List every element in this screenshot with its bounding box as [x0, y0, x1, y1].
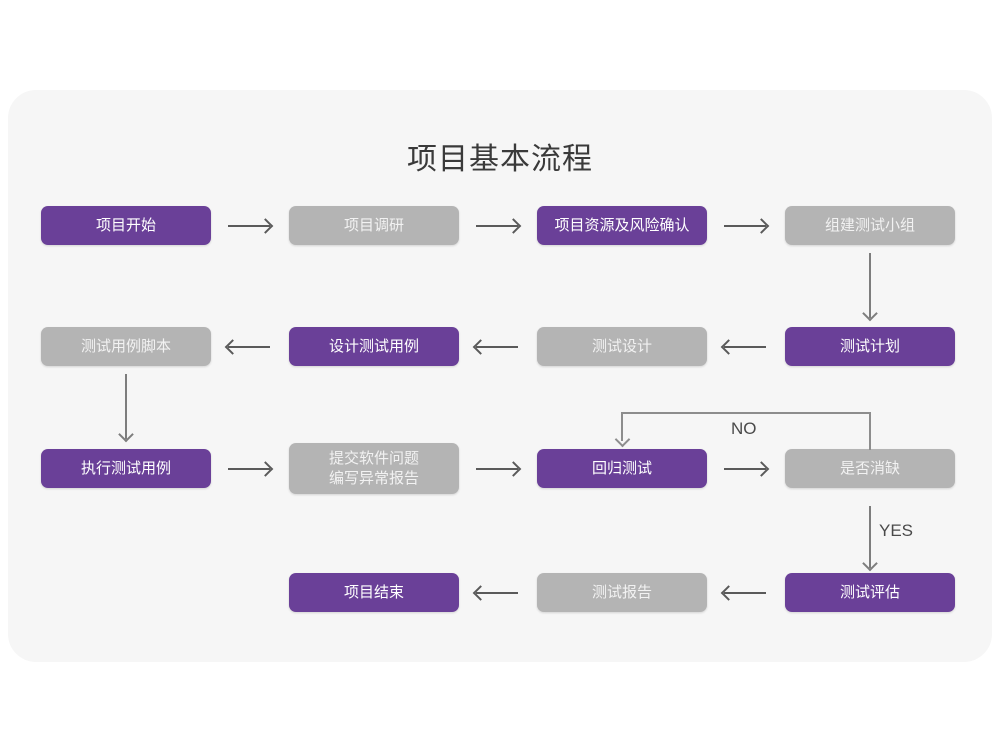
arrow-r1-c2-to-c3: [476, 225, 518, 227]
arrow-r1-c3-to-c4: [724, 225, 766, 227]
arrow-test-script-to-execute-case: [125, 374, 127, 439]
node-submit-bug-report[interactable]: 提交软件问题 编写异常报告: [289, 443, 459, 494]
node-defect-cleared-decision[interactable]: 是否消缺: [785, 449, 955, 488]
node-build-test-team[interactable]: 组建测试小组: [785, 206, 955, 245]
arrow-r1-c1-to-c2: [228, 225, 270, 227]
node-project-end[interactable]: 项目结束: [289, 573, 459, 612]
node-test-plan[interactable]: 测试计划: [785, 327, 955, 366]
node-test-evaluation[interactable]: 测试评估: [785, 573, 955, 612]
flowchart-card: [8, 90, 992, 662]
loop-no-top-segment: [621, 412, 871, 414]
node-resource-risk-confirm[interactable]: 项目资源及风险确认: [537, 206, 707, 245]
arrow-r4-c4-to-c3: [724, 592, 766, 594]
node-design-test-case[interactable]: 设计测试用例: [289, 327, 459, 366]
arrow-r2-c2-to-c1: [228, 346, 270, 348]
node-project-start[interactable]: 项目开始: [41, 206, 211, 245]
loop-no-right-segment: [869, 412, 871, 450]
arrow-r2-c3-to-c2: [476, 346, 518, 348]
edge-label-no: NO: [731, 419, 757, 438]
arrow-build-team-to-test-plan: [869, 253, 871, 318]
node-project-research[interactable]: 项目调研: [289, 206, 459, 245]
loop-no-left-segment: [621, 412, 623, 441]
node-execute-test-case[interactable]: 执行测试用例: [41, 449, 211, 488]
node-test-report[interactable]: 测试报告: [537, 573, 707, 612]
arrow-r4-c3-to-c2: [476, 592, 518, 594]
node-test-case-script[interactable]: 测试用例脚本: [41, 327, 211, 366]
arrow-r3-c2-to-c3: [476, 468, 518, 470]
node-test-design[interactable]: 测试设计: [537, 327, 707, 366]
arrow-r3-c1-to-c2: [228, 468, 270, 470]
arrow-r3-c3-to-c4: [724, 468, 766, 470]
edge-label-yes: YES: [879, 521, 914, 540]
node-regression-test[interactable]: 回归测试: [537, 449, 707, 488]
page-title: 项目基本流程: [407, 143, 593, 176]
arrow-yes-to-test-evaluation: [869, 506, 871, 568]
arrow-r2-c4-to-c3: [724, 346, 766, 348]
